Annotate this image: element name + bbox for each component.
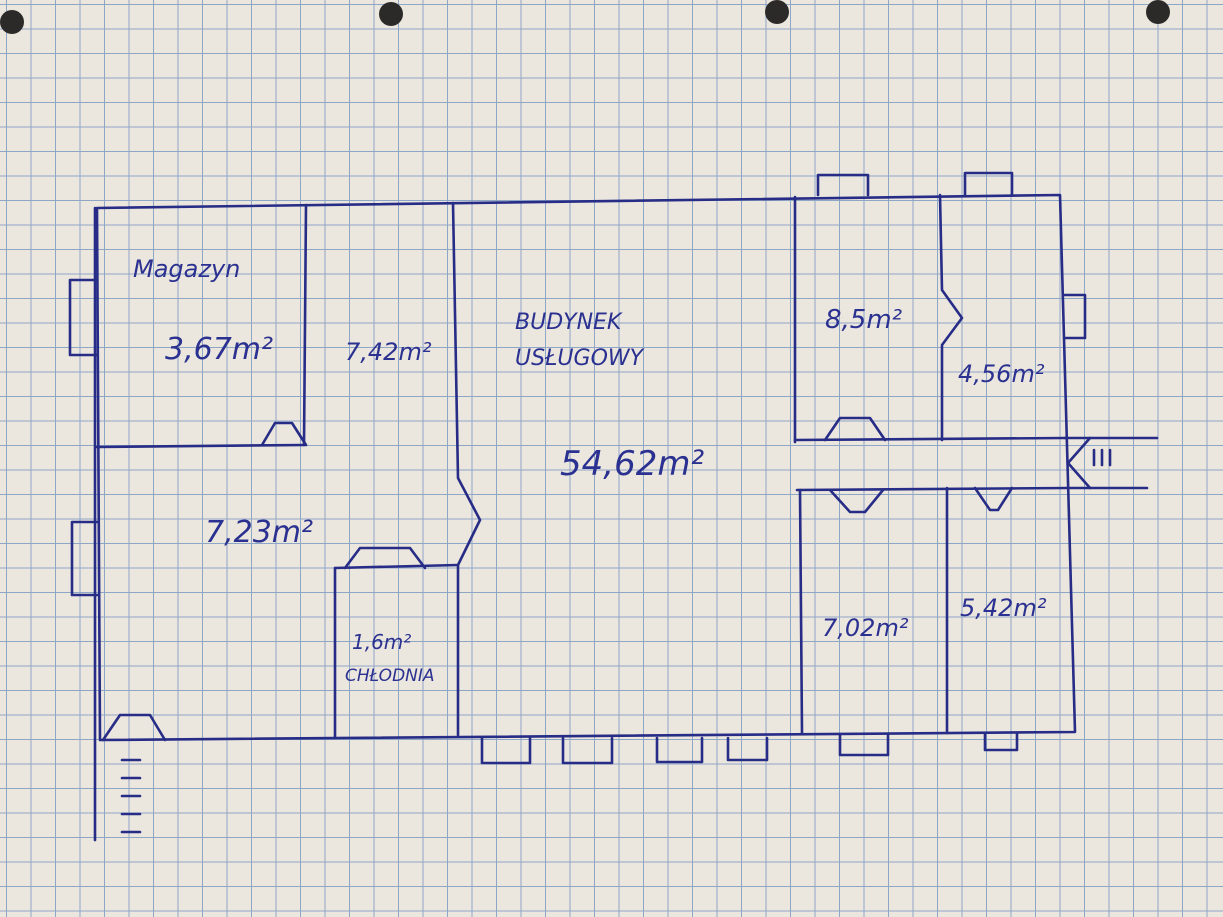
binder-hole [765, 0, 789, 24]
main-hall-wall [451, 201, 482, 737]
magazyn-wall-v [302, 203, 308, 447]
room-area: 7,23m² [205, 515, 314, 550]
chlodnia-wall-h [333, 563, 460, 570]
door [260, 421, 308, 447]
window [655, 736, 704, 764]
room-area: 8,5m² [825, 305, 903, 335]
outer-wall [95, 193, 1077, 742]
magazyn-wall-h [95, 443, 306, 449]
room-name-magazyn: Magazyn [133, 255, 241, 283]
building-title: BUDYNEK USŁUGOWY [515, 310, 644, 371]
door [828, 488, 885, 514]
right-rooms-wall [798, 488, 804, 735]
walls [93, 193, 1159, 842]
door [973, 486, 1014, 512]
windows [68, 171, 1087, 765]
window [816, 173, 870, 197]
doors [101, 416, 1014, 742]
door [343, 546, 427, 570]
window [480, 736, 532, 765]
room-area: 4,56m² [958, 360, 1045, 388]
door [823, 416, 887, 442]
window [963, 171, 1014, 197]
window [1062, 293, 1087, 340]
window [983, 731, 1019, 752]
window [70, 520, 99, 597]
room-area: 7,42m² [345, 338, 432, 366]
window [68, 278, 99, 357]
room-area: 5,42m² [960, 594, 1047, 622]
room-area-magazyn: 3,67m² [165, 332, 274, 367]
corridor-wall-bottom [795, 486, 1070, 492]
room-area-main-hall: 54,62m² [560, 444, 705, 484]
window [726, 736, 769, 762]
binder-hole [1146, 0, 1170, 24]
room-area: 7,02m² [822, 614, 909, 642]
binder-hole [379, 2, 403, 26]
partition-wall [938, 193, 964, 442]
corridor-wall-top [793, 436, 1067, 442]
window [561, 736, 614, 765]
stairs [120, 758, 142, 834]
binder-hole [0, 10, 24, 34]
room-area-chlodnia: 1,6m² [352, 630, 412, 654]
room-name-chlodnia: CHŁODNIA [345, 666, 435, 686]
corridor-door [1066, 436, 1092, 490]
door [101, 713, 167, 742]
window [838, 733, 890, 757]
